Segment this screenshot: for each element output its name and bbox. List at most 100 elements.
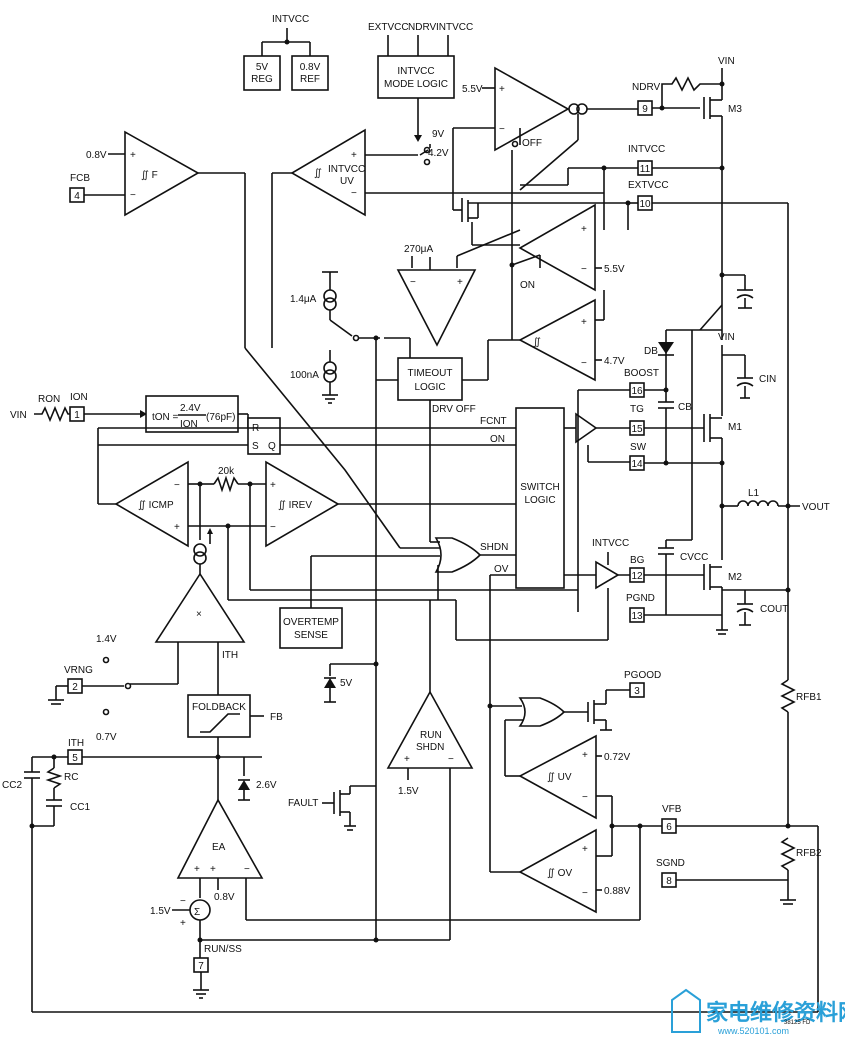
current-comparators: ∬ ICMP − + 20k ∬ IREV + − bbox=[114, 460, 609, 641]
svg-text:www.520101.com: www.520101.com bbox=[717, 1026, 789, 1036]
svg-text:5V: 5V bbox=[340, 678, 353, 689]
svg-text:4: 4 bbox=[74, 191, 80, 202]
svg-text:+: + bbox=[499, 84, 505, 95]
svg-text:DB: DB bbox=[644, 346, 658, 357]
svg-text:+: + bbox=[457, 277, 463, 288]
svg-text:TG: TG bbox=[630, 404, 644, 415]
svg-text:REF: REF bbox=[300, 74, 320, 85]
svg-text:−: − bbox=[244, 864, 250, 875]
svg-text:20k: 20k bbox=[218, 466, 235, 477]
overtemp-block bbox=[279, 607, 343, 649]
svg-text:INTVCC: INTVCC bbox=[436, 22, 473, 33]
svg-text:2: 2 bbox=[72, 682, 78, 693]
run-ss-pin: RUN/SS 7 bbox=[193, 937, 450, 999]
svg-text:INTVCC: INTVCC bbox=[592, 538, 629, 549]
watermark: 家电维修资料网 www.520101.com 38125 FD bbox=[671, 988, 845, 1036]
svg-text:VIN: VIN bbox=[718, 332, 735, 343]
svg-text:−: − bbox=[448, 754, 454, 765]
intvcc-mode-logic-group: EXTVCC NDRV INTVCC INTVCC MODE LOGIC bbox=[368, 22, 473, 142]
comparator-5p5v: + − 5.5V ON bbox=[509, 150, 625, 340]
svg-text:+: + bbox=[180, 918, 186, 929]
timeout-amplifier: 270μA − + bbox=[396, 229, 521, 347]
svg-text:−: − bbox=[410, 277, 416, 288]
intvcc-uv-comparator: + − ∬ INTVCC UV 9V 4.2V bbox=[271, 128, 604, 348]
svg-text:−: − bbox=[582, 888, 588, 899]
svg-text:16: 16 bbox=[631, 386, 643, 397]
svg-text:6: 6 bbox=[666, 822, 672, 833]
svg-text:(76pF): (76pF) bbox=[206, 412, 235, 423]
error-amplifier: EA + + − Σ 1.5V − + 0.8V bbox=[150, 798, 641, 940]
svg-text:MODE LOGIC: MODE LOGIC bbox=[384, 79, 448, 90]
svg-text:EA: EA bbox=[212, 842, 226, 853]
svg-text:+: + bbox=[581, 317, 587, 328]
svg-text:VIN: VIN bbox=[10, 410, 27, 421]
svg-text:+: + bbox=[581, 224, 587, 235]
svg-text:EXTVCC: EXTVCC bbox=[628, 180, 669, 191]
svg-text:VOUT: VOUT bbox=[802, 502, 830, 513]
svg-text:2.6V: 2.6V bbox=[256, 780, 277, 791]
svg-text:7: 7 bbox=[198, 961, 204, 972]
svg-text:1.5V: 1.5V bbox=[398, 786, 419, 797]
svg-text:−: − bbox=[351, 188, 357, 199]
on-time-generator: VIN RON 1 ION tON = 2.4V ION (76pF) bbox=[10, 392, 249, 433]
svg-text:3: 3 bbox=[634, 686, 640, 697]
svg-text:∬: ∬ bbox=[314, 168, 322, 179]
svg-text:−: − bbox=[581, 264, 587, 275]
svg-text:TIMEOUT: TIMEOUT bbox=[408, 368, 453, 379]
svg-text:100nA: 100nA bbox=[290, 370, 319, 381]
timeout-logic-group: TIMEOUT LOGIC DRV OFF bbox=[375, 338, 520, 940]
svg-text:VFB: VFB bbox=[662, 804, 682, 815]
svg-text:∬ OV: ∬ OV bbox=[547, 868, 572, 879]
switch-logic-block bbox=[515, 407, 565, 589]
svg-text:ITH: ITH bbox=[222, 650, 238, 661]
svg-text:5V: 5V bbox=[256, 62, 269, 73]
svg-text:−: − bbox=[270, 522, 276, 533]
svg-text:LOGIC: LOGIC bbox=[524, 495, 555, 506]
svg-text:∬ F: ∬ F bbox=[141, 170, 158, 181]
svg-text:VIN: VIN bbox=[718, 56, 735, 67]
svg-text:+: + bbox=[194, 864, 200, 875]
svg-text:13: 13 bbox=[631, 611, 643, 622]
svg-text:0.8V: 0.8V bbox=[300, 62, 321, 73]
switch-logic-group: SWITCH LOGIC INTVCC bbox=[515, 389, 638, 612]
svg-text:FCB: FCB bbox=[70, 173, 90, 184]
svg-text:VRNG: VRNG bbox=[64, 665, 93, 676]
svg-text:4.7V: 4.7V bbox=[604, 356, 625, 367]
svg-text:−: − bbox=[174, 480, 180, 491]
high-side-switch: DB CB VIN M1 CIN bbox=[644, 272, 776, 560]
svg-text:RFB1: RFB1 bbox=[796, 692, 822, 703]
svg-text:SGND: SGND bbox=[656, 858, 685, 869]
svg-text:4.2V: 4.2V bbox=[428, 148, 449, 159]
svg-text:RFB2: RFB2 bbox=[796, 848, 822, 859]
svg-text:1.4μA: 1.4μA bbox=[290, 294, 317, 305]
svg-text:∬ IREV: ∬ IREV bbox=[278, 500, 312, 511]
svg-text:38125 FD: 38125 FD bbox=[784, 1020, 811, 1026]
svg-text:DRV OFF: DRV OFF bbox=[432, 404, 476, 415]
svg-text:INTVCC: INTVCC bbox=[397, 66, 434, 77]
svg-text:SW: SW bbox=[630, 442, 647, 453]
svg-text:OVERTEMP: OVERTEMP bbox=[283, 617, 339, 628]
svg-text:CIN: CIN bbox=[759, 374, 776, 385]
ndrv-amplifier: 5.5V + − OFF bbox=[452, 66, 640, 210]
mode-logic-block bbox=[377, 55, 455, 99]
svg-text:2.4V: 2.4V bbox=[180, 403, 201, 414]
svg-text:14: 14 bbox=[631, 459, 643, 470]
svg-text:0.72V: 0.72V bbox=[604, 752, 630, 763]
intvcc-extvcc-pins: INTVCC 11 EXTVCC 10 bbox=[520, 144, 789, 520]
svg-text:9: 9 bbox=[642, 104, 648, 115]
svg-text:UV: UV bbox=[340, 176, 354, 187]
svg-text:∬ UV: ∬ UV bbox=[547, 772, 572, 783]
svg-text:RC: RC bbox=[64, 772, 78, 783]
svg-text:Σ: Σ bbox=[194, 907, 200, 918]
svg-text:CC1: CC1 bbox=[70, 802, 90, 813]
svg-text:+: + bbox=[130, 150, 136, 161]
ton-block bbox=[145, 395, 239, 433]
svg-text:10: 10 bbox=[639, 199, 651, 210]
svg-text:12: 12 bbox=[631, 571, 643, 582]
svg-text:S: S bbox=[252, 441, 259, 452]
svg-text:RON: RON bbox=[38, 394, 60, 405]
svg-text:+: + bbox=[210, 864, 216, 875]
svg-text:−: − bbox=[582, 792, 588, 803]
svg-text:ION: ION bbox=[70, 392, 88, 403]
